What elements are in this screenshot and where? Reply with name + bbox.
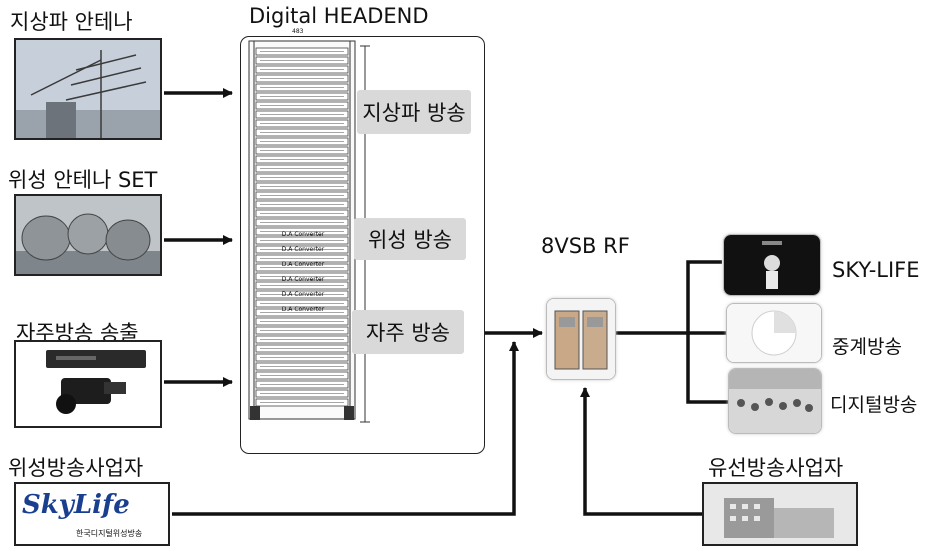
rf-label: 8VSB RF xyxy=(541,234,630,258)
skylife-logo: SkyLife xyxy=(22,490,130,520)
tv-broadcast-icon xyxy=(724,235,820,295)
source-label-satellite: 위성 안테나 SET xyxy=(8,164,157,194)
skylife-logo-box: SkyLife 한국디지털위성방송 xyxy=(14,482,170,546)
satellite-operator-label: 위성방송사업자 xyxy=(8,452,143,482)
headend-title: Digital HEADEND xyxy=(249,4,429,28)
rf-modulator-photo xyxy=(546,298,616,380)
converter-label: D.A Converter xyxy=(262,231,344,242)
vcr-camcorder-icon xyxy=(16,342,160,426)
group-terrestrial: 지상파 방송 xyxy=(357,90,471,134)
building-icon xyxy=(704,484,856,544)
source-label-terrestrial: 지상파 안테나 xyxy=(10,6,133,36)
satellite-dish-icon xyxy=(16,196,160,274)
converter-label: D.A Converter xyxy=(262,276,344,287)
antenna-photo xyxy=(14,38,162,140)
output-skylife-photo xyxy=(723,234,821,296)
crowd-photo-icon xyxy=(729,369,821,433)
cable-operator-label: 유선방송사업자 xyxy=(708,452,843,482)
skylife-logo-subtitle: 한국디지털위성방송 xyxy=(76,528,142,539)
skylife-logo-icon xyxy=(727,304,821,362)
group-satellite: 위성 방송 xyxy=(354,218,466,260)
cable-operator-photo xyxy=(702,482,858,546)
converter-label: D.A Converter xyxy=(262,246,344,257)
arrow-cable-operator-to-rf xyxy=(585,388,702,514)
output-label-skylife: SKY-LIFE xyxy=(832,258,920,282)
antenna-icon xyxy=(16,40,160,138)
converter-stack: D.A Converter D.A Converter D.A Converte… xyxy=(262,231,344,317)
satellite-dish-photo xyxy=(14,194,162,276)
output-relay-photo xyxy=(726,303,822,363)
vcr-camcorder-photo xyxy=(14,340,162,428)
rack-width-mark: 483 xyxy=(292,28,303,35)
converter-label: D.A Converter xyxy=(262,291,344,302)
output-label-relay: 중계방송 xyxy=(832,332,902,359)
group-local: 자주 방송 xyxy=(352,310,464,354)
output-label-digital: 디지털방송 xyxy=(830,390,917,417)
converter-label: D.A Converter xyxy=(262,306,344,317)
modulator-icon xyxy=(547,299,615,379)
output-digital-photo xyxy=(728,368,822,434)
converter-label: D.A Converter xyxy=(262,261,344,272)
